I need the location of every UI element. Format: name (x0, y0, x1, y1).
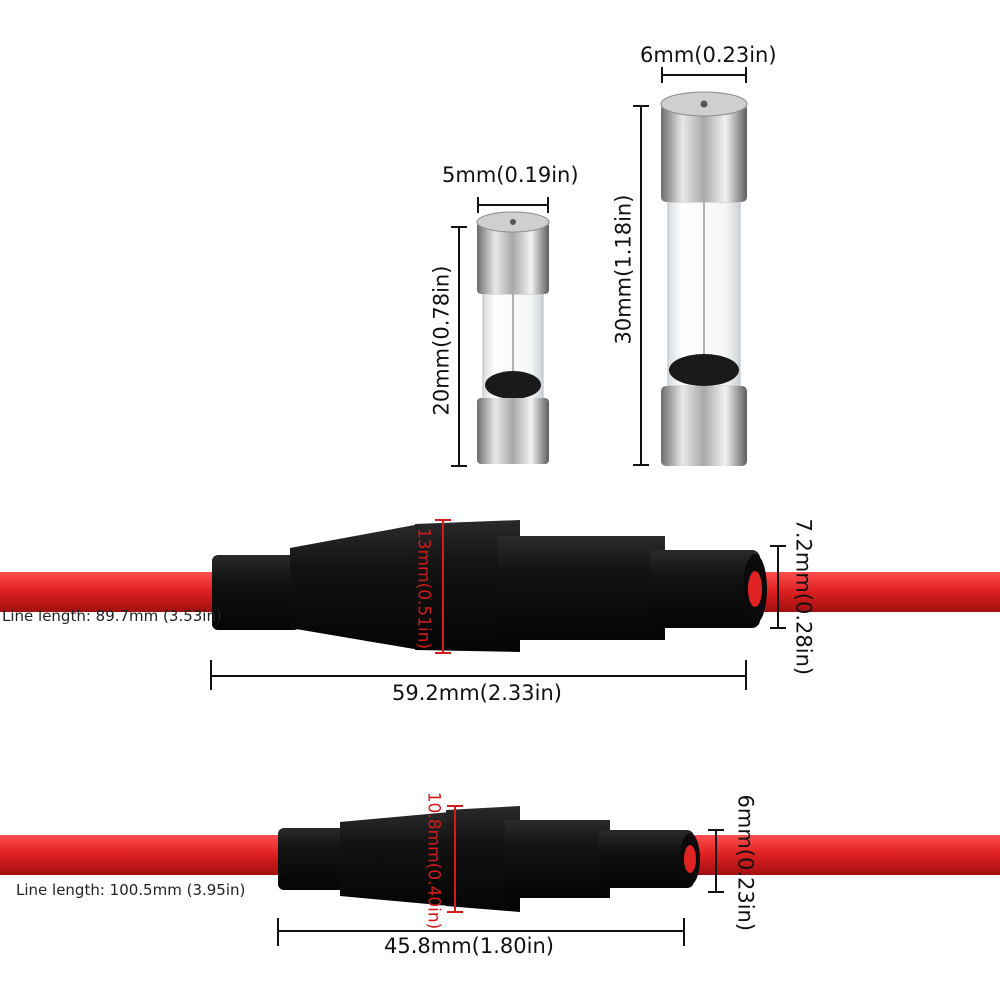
small-fuse-width-label: 5mm(0.19in) (442, 163, 579, 187)
large-holder-dimension-lines (210, 519, 786, 690)
small-holder-body-diameter: 10.8mm(0.40in) (423, 791, 444, 930)
large-glass-fuse (660, 91, 748, 466)
large-holder-body-diameter: 13mm(0.51in) (413, 527, 434, 650)
small-fuse-length-label: 20mm(0.78in) (429, 265, 454, 416)
small-holder-dimension-lines (277, 805, 724, 946)
small-holder-total-length: 45.8mm(1.80in) (384, 934, 554, 958)
large-holder-line-length: Line length: 89.7mm (3.53in) (2, 607, 222, 625)
fuse-dimension-lines (451, 67, 747, 467)
large-fuse-holder (0, 520, 1000, 652)
small-holder-end-diameter: 6mm(0.23in) (733, 794, 758, 932)
small-holder-line-length: Line length: 100.5mm (3.95in) (16, 881, 246, 899)
large-fuse-width-label: 6mm(0.23in) (640, 43, 777, 67)
large-fuse-length-label: 30mm(1.18in) (611, 194, 636, 345)
small-glass-fuse (476, 211, 550, 464)
large-holder-total-length: 59.2mm(2.33in) (392, 681, 562, 705)
large-holder-end-diameter: 7.2mm(0.28in) (791, 518, 816, 676)
small-fuse-holder (0, 806, 1000, 912)
